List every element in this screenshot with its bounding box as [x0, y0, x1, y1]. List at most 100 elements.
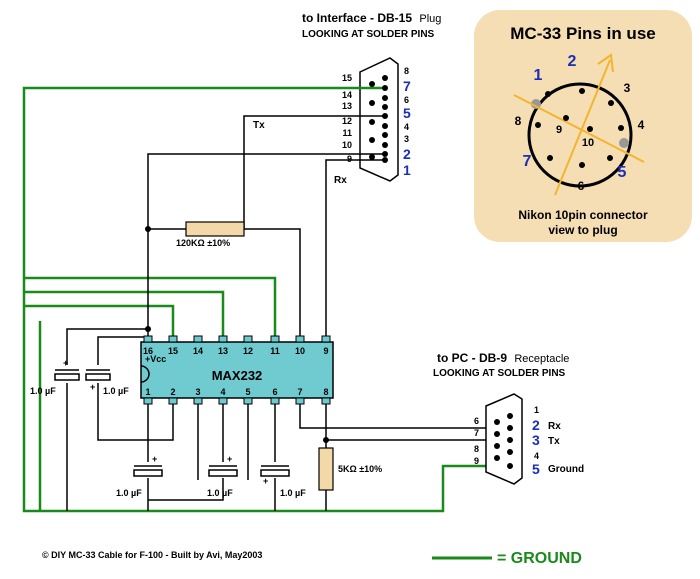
mc33-pin-dot — [607, 155, 613, 161]
max232-pin-label: 6 — [272, 387, 277, 397]
mc33-guide-line — [513, 94, 645, 163]
resistor-5k-label: 5KΩ ±10% — [338, 464, 382, 474]
ground-legend-label: = GROUND — [497, 550, 582, 567]
db9-pin-label: 6 — [474, 416, 479, 426]
db9-pin-label: 1 — [534, 405, 539, 415]
mc33-pin-dot — [563, 115, 569, 121]
resistor-120k-label: 120KΩ ±10% — [176, 238, 230, 248]
max232-pin-label: 9 — [323, 346, 328, 356]
mc33-pin-label: 8 — [515, 114, 522, 128]
db15-pin-dots — [369, 75, 388, 163]
db9-pin-label: 8 — [474, 444, 479, 454]
max232-pin-label: 3 — [195, 387, 200, 397]
max232-pin-label: 2 — [170, 387, 175, 397]
svg-text:+: + — [90, 382, 95, 392]
db15-left-pin-numbers: 15 14 13 12 11 10 9 — [342, 73, 352, 164]
max232-pin-label: 5 — [245, 387, 250, 397]
db9-pin-dots — [494, 413, 513, 469]
mc33-pin-label: 5 — [618, 164, 627, 181]
db9-pin-label: 4 — [534, 451, 539, 461]
mc33-pin-dot — [608, 100, 614, 106]
max232-pin-label: 12 — [243, 346, 253, 356]
db15-pin-label: 12 — [342, 116, 352, 126]
ground-wires — [22, 86, 487, 513]
mc33-pin-dot — [545, 91, 551, 97]
max232-pin-label: 1 — [145, 387, 150, 397]
db9-tx-label: Tx — [548, 436, 560, 447]
db15-rx-label: Rx — [334, 175, 347, 186]
db9-pin-label: 7 — [474, 428, 479, 438]
mc33-pin-dot — [587, 126, 593, 132]
db15-pin-label: 15 — [342, 73, 352, 83]
resistor-120k — [185, 221, 245, 237]
db9-right-pin-numbers: 1 2 3 4 5 — [532, 405, 540, 477]
db15-pin-label: 11 — [342, 128, 352, 138]
svg-text:+: + — [63, 358, 68, 368]
db9-pin-label: 3 — [532, 432, 540, 448]
db15-pin-label: 8 — [404, 66, 409, 76]
max232-pin-label: 13 — [218, 346, 228, 356]
db15-right-pin-numbers: 8 7 6 5 4 3 2 1 — [403, 66, 411, 178]
db15-pin-label: 5 — [403, 105, 411, 121]
junction-dots — [145, 226, 329, 443]
capacitor-label: 1.0 µF — [103, 386, 129, 396]
left-capacitors: + + — [54, 358, 111, 392]
signal-wires — [66, 115, 500, 511]
mc33-pin-label: 6 — [578, 179, 585, 193]
db15-pin-label: 14 — [342, 90, 352, 100]
mc33-title: MC-33 Pins in use — [510, 24, 655, 43]
db15-title: to Interface - DB-15 Plug — [302, 11, 441, 25]
mc33-caption: view to plug — [548, 223, 617, 237]
max232-pin-label: 14 — [193, 346, 203, 356]
svg-text:+: + — [227, 454, 232, 464]
mc33-connector-outline — [527, 82, 633, 188]
mc33-arrow-head-icon — [597, 53, 614, 73]
mc33-pin-dot — [579, 162, 585, 168]
db9-connector-shell — [485, 393, 523, 485]
mc33-pin-label: 2 — [568, 53, 577, 70]
db9-pin-label: 2 — [532, 417, 540, 433]
db9-title: to PC - DB-9 Receptacle — [437, 351, 569, 365]
max232-pin-label: 11 — [270, 346, 280, 356]
max232-pin-label: 4 — [220, 387, 225, 397]
db15-pin-label: 1 — [403, 162, 411, 178]
capacitor-label: 1.0 µF — [280, 488, 306, 498]
mc33-pin-label: 3 — [624, 81, 631, 95]
mc33-panel: MC-33 Pins in use 1 2 5 7 3 4 6 8 9 10 N… — [474, 10, 692, 242]
db15-pin-label: 4 — [404, 122, 409, 132]
db15-connector-shell — [359, 57, 399, 182]
bottom-capacitors: + + + — [133, 454, 290, 486]
db9-pin-label: 5 — [532, 461, 540, 477]
db15-pin-label: 7 — [403, 78, 411, 94]
max232-pin-label: 8 — [323, 387, 328, 397]
mc33-arrow-line — [554, 59, 611, 196]
db9-subtitle: LOOKING AT SOLDER PINS — [433, 368, 566, 379]
mc33-pin-label: 4 — [638, 118, 645, 132]
max232-vcc-label: +Vcc — [145, 354, 166, 364]
db9-rx-label: Rx — [548, 421, 561, 432]
db15-pin-label: 13 — [342, 101, 352, 111]
capacitor-label: 1.0 µF — [207, 488, 233, 498]
db15-pin-label: 6 — [404, 95, 409, 105]
mc33-pin-label: 1 — [534, 67, 543, 84]
max232-pin-label: 15 — [168, 346, 178, 356]
db15-pin-label: 9 — [347, 154, 352, 164]
mc33-pin-label: 7 — [523, 153, 532, 170]
mc33-pin-dot — [547, 155, 553, 161]
mc33-pin-label: 9 — [556, 124, 562, 136]
max232-chip: MAX232 +Vcc 16 15 14 13 12 11 10 9 1 2 3… — [140, 335, 334, 405]
max232-body — [140, 341, 334, 399]
max232-pin-label: 7 — [297, 387, 302, 397]
mc33-key-notch — [619, 138, 629, 148]
mc33-key-notch — [531, 99, 541, 109]
footer-copyright: © DIY MC-33 Cable for F-100 - Built by A… — [42, 550, 262, 560]
mc33-pin-dot — [579, 88, 585, 94]
db15-pin-label: 10 — [342, 140, 352, 150]
svg-text:+: + — [152, 454, 157, 464]
capacitor-label: 1.0 µF — [116, 488, 142, 498]
db15-tx-label: Tx — [253, 120, 265, 131]
max232-notch — [140, 365, 150, 383]
resistor-5k — [318, 447, 334, 491]
db15-pin-label: 2 — [403, 146, 411, 162]
